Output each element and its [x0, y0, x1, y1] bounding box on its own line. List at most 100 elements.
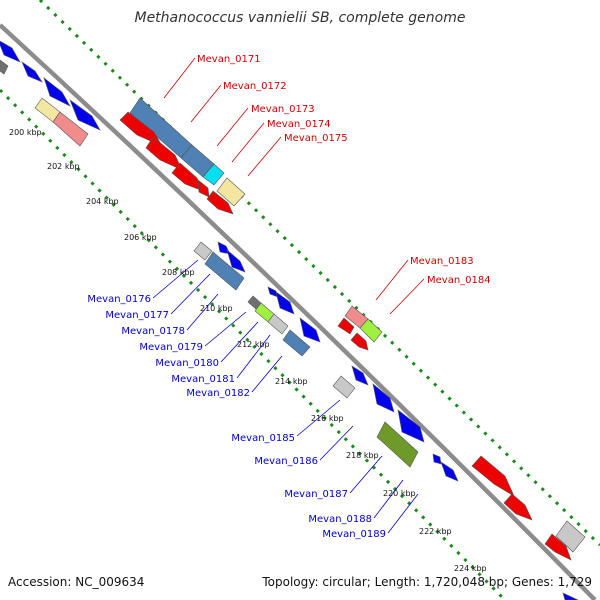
gene-label-mevan-0185[interactable]: Mevan_0185	[231, 433, 295, 444]
leader-0182	[251, 355, 283, 393]
leader-0174	[231, 122, 265, 163]
tick-label: 216 kbp	[311, 414, 344, 423]
gene-label-mevan-0179[interactable]: Mevan_0179	[139, 342, 203, 353]
tick-label: 218 kbp	[346, 451, 379, 460]
inner-genes	[0, 59, 369, 351]
guide-outer	[38, 0, 600, 547]
gene-khaki-0174	[216, 177, 246, 207]
tick-label: 206 kbp	[124, 233, 157, 242]
gene-red-r1	[544, 533, 572, 561]
gene-grey-fwd	[555, 520, 586, 553]
map-title: Methanococcus vannielii SB, complete gen…	[134, 10, 466, 26]
gene-label-mevan-0175[interactable]: Mevan_0175	[284, 133, 348, 144]
leader-0180	[220, 321, 259, 363]
leader-lines	[152, 57, 425, 534]
gene-red-fwd-2	[503, 493, 533, 521]
leader-0173	[216, 107, 249, 147]
tick-label: 220 kbp	[383, 489, 416, 498]
gene-label-mevan-0188[interactable]: Mevan_0188	[308, 514, 372, 525]
gene-blue-r11	[562, 592, 579, 600]
gene-label-mevan-0174[interactable]: Mevan_0174	[267, 119, 331, 130]
leader-0183	[375, 259, 409, 301]
leader-0172	[190, 84, 222, 123]
tick-label: 202 kbp	[47, 162, 80, 171]
gene-blue-r10	[440, 461, 459, 482]
gene-darkgrey-1	[0, 59, 9, 75]
tick-label: 212 kbp	[237, 340, 270, 349]
gene-label-mevan-0178[interactable]: Mevan_0178	[121, 326, 185, 337]
gene-olive-r1	[376, 421, 419, 468]
leader-0178	[186, 293, 219, 331]
gene-label-mevan-0184[interactable]: Mevan_0184	[427, 275, 491, 286]
tick-label: 210 kbp	[200, 304, 233, 313]
gene-label-mevan-0186[interactable]: Mevan_0186	[254, 456, 318, 467]
gene-label-mevan-0189[interactable]: Mevan_0189	[322, 529, 386, 540]
gene-label-mevan-0172[interactable]: Mevan_0172	[223, 81, 287, 92]
gene-grey-r3	[332, 375, 356, 399]
gene-red-1	[119, 111, 163, 147]
gene-red-fwd-1	[471, 455, 515, 497]
gene-label-mevan-0181[interactable]: Mevan_0181	[171, 374, 235, 385]
forward-gene-labels: Mevan_0171 Mevan_0172 Mevan_0173 Mevan_0…	[197, 54, 491, 286]
gene-label-mevan-0187[interactable]: Mevan_0187	[284, 489, 348, 500]
genome-backbone	[0, 23, 597, 600]
leader-0185	[296, 399, 341, 437]
tick-label: 222 kbp	[419, 527, 452, 536]
gene-blue-r4	[275, 291, 295, 315]
leader-0188	[373, 479, 404, 519]
tick-labels: 200 kbp 202 kbp 204 kbp 206 kbp 208 kbp …	[9, 128, 487, 573]
gene-blue-r7	[372, 383, 395, 413]
leader-0176	[152, 259, 199, 299]
gene-blue-r2	[226, 249, 246, 273]
leader-0187	[349, 455, 383, 494]
gene-red-6	[337, 317, 355, 335]
gene-grey-1	[193, 241, 213, 261]
leader-0179	[204, 311, 247, 347]
leader-0184	[389, 278, 425, 315]
gene-label-mevan-0176[interactable]: Mevan_0176	[87, 294, 151, 305]
gene-red-2	[145, 136, 183, 171]
tick-label: 224 kbp	[454, 564, 487, 573]
gene-blue-r6	[351, 365, 369, 386]
gene-label-mevan-0183[interactable]: Mevan_0183	[410, 256, 474, 267]
topology-text: Topology: circular; Length: 1,720,048 bp…	[262, 575, 592, 589]
gene-red-5	[206, 190, 234, 215]
gene-label-mevan-0182[interactable]: Mevan_0182	[186, 388, 250, 399]
gene-blue-r8	[397, 409, 425, 443]
gene-steel-r1	[204, 251, 245, 291]
gene-red-4	[197, 179, 210, 198]
gene-blue-4	[69, 99, 101, 131]
gene-steel-r2	[282, 329, 311, 357]
gene-blue-r5	[299, 317, 321, 343]
gene-blue-2	[21, 61, 43, 83]
gene-label-mevan-0171[interactable]: Mevan_0171	[197, 54, 261, 65]
gene-lime-0184	[359, 318, 383, 343]
gene-blue-1	[0, 40, 21, 63]
gene-label-mevan-0180[interactable]: Mevan_0180	[155, 358, 219, 369]
gene-label-mevan-0177[interactable]: Mevan_0177	[105, 310, 169, 321]
gene-blue-r9	[432, 453, 442, 465]
leader-0175	[247, 136, 282, 177]
leader-0171	[163, 57, 196, 99]
tick-label: 200 kbp	[9, 128, 42, 137]
tick-label: 208 kbp	[162, 268, 195, 277]
leader-0177	[170, 273, 211, 315]
leader-0181	[236, 334, 271, 379]
accession-text: Accession: NC_009634	[8, 575, 145, 589]
tick-label: 214 kbp	[275, 377, 308, 386]
gene-blue-3	[43, 77, 71, 107]
gene-red-3	[171, 162, 204, 192]
gene-cyan-0173	[202, 163, 225, 186]
gene-label-mevan-0173[interactable]: Mevan_0173	[251, 104, 315, 115]
leader-0186	[319, 425, 354, 461]
forward-genes	[0, 40, 586, 553]
gene-pink-1	[52, 111, 89, 147]
reverse-gene-labels: Mevan_0176 Mevan_0177 Mevan_0178 Mevan_0…	[87, 294, 386, 540]
leader-0189	[387, 493, 419, 534]
gene-grey-r2	[267, 313, 289, 335]
tick-label: 204 kbp	[86, 197, 119, 206]
gene-red-7	[350, 332, 369, 351]
reverse-genes	[34, 97, 579, 600]
